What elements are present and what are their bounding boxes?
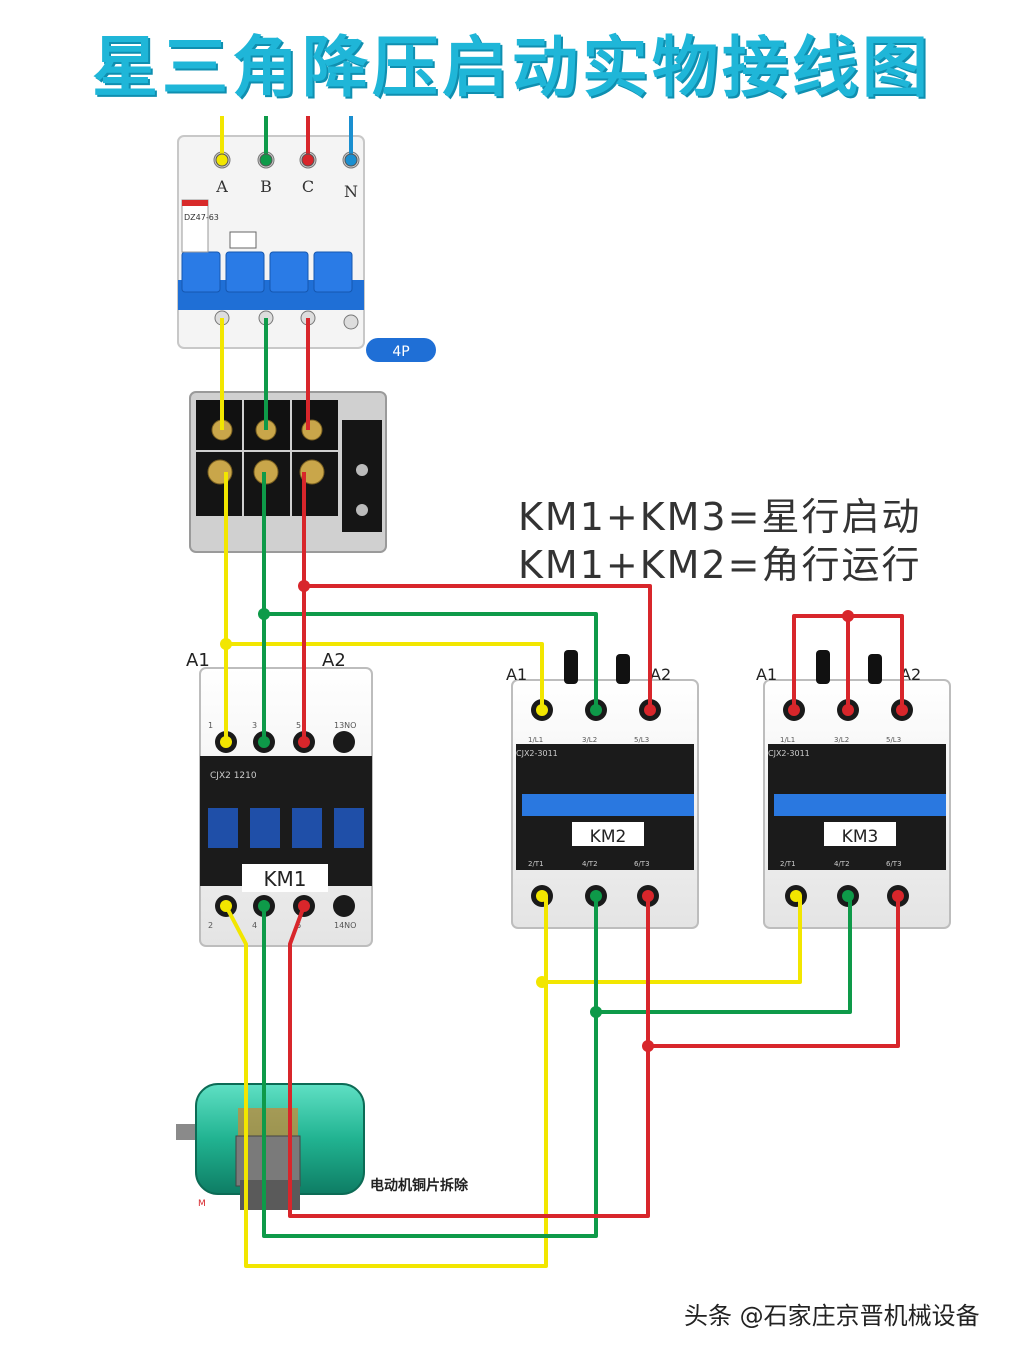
km2-coil-a1: A1 — [506, 665, 527, 684]
km3-label: KM3 — [842, 827, 879, 847]
km3-coil-a1: A1 — [756, 665, 777, 684]
km1-mark-5: 5 — [296, 721, 301, 730]
km2-mark-bottom-2: 4/T2 — [582, 860, 598, 868]
motor-note: 电动机铜片拆除 — [370, 1177, 469, 1194]
km1-mark-14: 14NO — [334, 921, 356, 930]
km1-mark-4: 4 — [252, 921, 257, 930]
km1-model: CJX2 1210 — [210, 771, 257, 781]
page-title: 星三角降压启动实物接线图 — [92, 29, 932, 106]
km1-coil-a2: A2 — [322, 650, 346, 671]
km3-mark-bottom-3: 6/T3 — [886, 860, 902, 868]
wire-junctions — [220, 580, 854, 1052]
km2-label: KM2 — [590, 827, 627, 847]
km2-model: CJX2-3011 — [516, 749, 558, 758]
breaker-badge: 4P — [392, 344, 409, 360]
wires — [220, 116, 904, 1268]
km1-coil-a1: A1 — [186, 650, 210, 671]
motor-mark: M — [198, 1199, 206, 1209]
km1-mark-2: 2 — [208, 921, 213, 930]
km2-mark-bottom-3: 6/T3 — [634, 860, 650, 868]
km3-mark-bottom-1: 2/T1 — [780, 860, 796, 868]
km3-mark-top-3: 5/L3 — [886, 736, 901, 744]
formula-star-start: KM1+KM3=星行启动 — [518, 495, 922, 539]
km2-mark-bottom-1: 2/T1 — [528, 860, 544, 868]
breaker-model: DZ47-63 — [184, 213, 219, 222]
thermal-overload-relay — [189, 391, 387, 553]
terminal-screws — [215, 153, 908, 912]
km2-coil-a2: A2 — [650, 665, 671, 684]
km3-mark-bottom-2: 4/T2 — [834, 860, 850, 868]
formula-delta-run: KM1+KM2=角行运行 — [518, 543, 922, 587]
breaker-label-n: N — [344, 182, 358, 201]
km3-mark-top-1: 1/L1 — [780, 736, 795, 744]
breaker-label-b: B — [260, 177, 272, 196]
km1-label: KM1 — [263, 867, 306, 891]
contactor-km2: KM2 CJX2-3011 A1 A2 1/L1 3/L2 5/L3 2/T1 … — [506, 650, 699, 929]
breaker-badge-bg — [366, 338, 436, 362]
km1-mark-3: 3 — [252, 721, 257, 730]
km2-mark-top-3: 5/L3 — [634, 736, 649, 744]
contactor-km1: KM1 CJX2 1210 A1 A2 1 3 5 13NO 2 4 6 14N… — [186, 650, 373, 947]
km2-mark-top-1: 1/L1 — [528, 736, 543, 744]
km1-mark-13: 13NO — [334, 721, 356, 730]
watermark: 头条 @石家庄京晋机械设备 — [684, 1302, 980, 1330]
breaker-label-a: A — [215, 177, 228, 196]
km3-model: CJX2-3011 — [768, 749, 810, 758]
km1-mark-1: 1 — [208, 721, 213, 730]
km3-coil-a2: A2 — [900, 665, 921, 684]
km2-mark-top-2: 3/L2 — [582, 736, 597, 744]
circuit-breaker: 4P DZ47-63 A B C N — [177, 135, 436, 362]
breaker-label-c: C — [302, 177, 314, 196]
km3-mark-top-2: 3/L2 — [834, 736, 849, 744]
contactor-km3: KM3 CJX2-3011 A1 A2 1/L1 3/L2 5/L3 2/T1 … — [756, 650, 951, 929]
motor: M 电动机铜片拆除 — [176, 1083, 469, 1210]
